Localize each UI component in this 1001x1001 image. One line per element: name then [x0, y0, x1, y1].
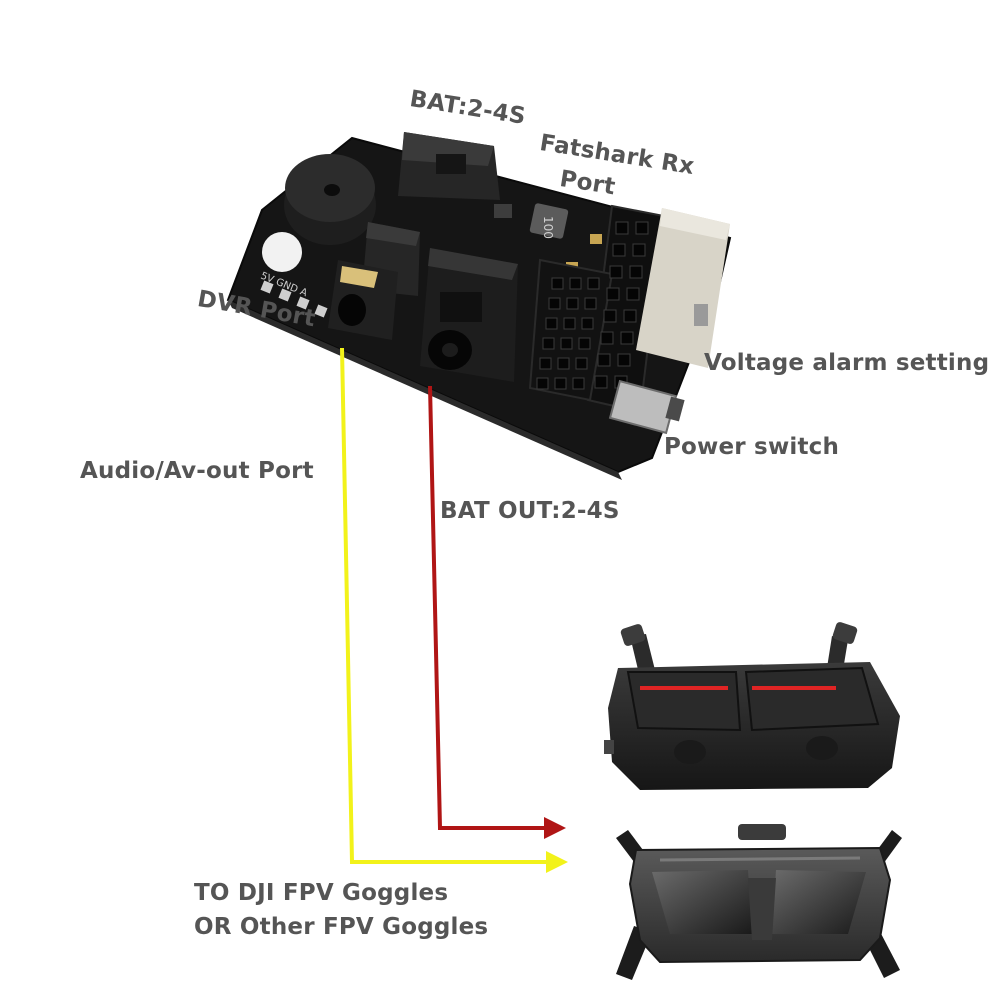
bat-out-wire — [428, 385, 566, 839]
power-switch-icon — [608, 379, 685, 435]
inductor-marking: 100 — [541, 216, 555, 239]
voltage-alarm-button-icon — [694, 304, 708, 326]
bat-in-jack-icon — [398, 132, 500, 200]
av-out-wire — [340, 347, 568, 873]
header-pin-hole — [566, 297, 579, 310]
header-pin-hole — [536, 377, 549, 390]
bat-out-jack-icon — [420, 248, 518, 382]
header-pin-hole — [603, 309, 617, 323]
header-pin-hole — [572, 377, 585, 390]
pcb-board: 100 — [226, 132, 732, 480]
header-pin-hole — [617, 353, 631, 367]
header-pin-hole — [606, 287, 620, 301]
solder-pads — [260, 280, 328, 318]
audio-av-jack-icon — [328, 260, 398, 340]
header-pin-hole — [542, 337, 555, 350]
header-pin-hole — [539, 357, 552, 370]
header-pin-hole — [623, 309, 637, 323]
header-pin-hole — [578, 337, 591, 350]
header-pin-hole — [569, 277, 582, 290]
goggles-bottom-icon — [616, 824, 902, 980]
header-pin-hole — [581, 317, 594, 330]
capacitor-icon — [590, 234, 602, 244]
header-pin-hole — [600, 331, 614, 345]
label-power-switch: Power switch — [664, 434, 840, 460]
header-pin-hole — [620, 331, 634, 345]
fatshark-header-icon — [528, 204, 666, 414]
header-pin-hole — [612, 243, 626, 257]
header-pin-hole — [626, 287, 640, 301]
header-pin-hole — [554, 377, 567, 390]
label-voltage-alarm: Voltage alarm setting — [704, 350, 990, 376]
header-pin-hole — [548, 297, 561, 310]
pcb-edge — [228, 300, 622, 480]
header-pin-hole — [609, 265, 623, 279]
header-pin-hole — [615, 221, 629, 235]
rx-module-icon — [636, 208, 730, 368]
header-pin-hole — [563, 317, 576, 330]
label-audio-av-out: Audio/Av-out Port — [80, 458, 314, 484]
header-pin-hole — [584, 297, 597, 310]
header-pin-hole — [597, 353, 611, 367]
label-to-dji-goggles: TO DJI FPV Goggles — [194, 880, 449, 906]
header-pin-hole — [575, 357, 588, 370]
header-pin-hole — [632, 243, 646, 257]
label-other-goggles: OR Other FPV Goggles — [194, 914, 489, 940]
header-pin-hole — [629, 265, 643, 279]
header-pin-hole — [635, 221, 649, 235]
label-bat-out: BAT OUT:2-4S — [440, 498, 620, 524]
av-arrow-icon — [546, 851, 568, 873]
header-pin-hole — [557, 357, 570, 370]
header-pin-hole — [587, 277, 600, 290]
bat-arrow-icon — [544, 817, 566, 839]
header-pin-hole — [560, 337, 573, 350]
buzzer-icon — [284, 154, 376, 245]
smd-chip-icon — [494, 204, 512, 218]
header-pin-hole — [545, 317, 558, 330]
header-pin-hole — [551, 277, 564, 290]
inductor-icon: 100 — [529, 203, 569, 239]
mounting-hole — [262, 232, 302, 272]
goggles-top-icon — [604, 622, 900, 790]
header-pin-hole — [594, 375, 608, 389]
